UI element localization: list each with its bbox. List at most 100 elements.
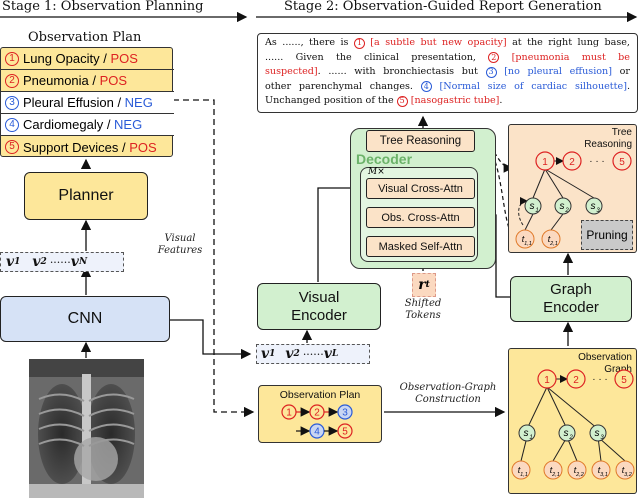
svg-text:s: s xyxy=(560,201,565,212)
vector-v1-sub: 1 xyxy=(269,349,276,359)
graph-node-5: 5 xyxy=(621,375,627,386)
vector-v2: v xyxy=(32,254,41,270)
svg-text:s: s xyxy=(530,201,535,212)
svg-text:t: t xyxy=(574,465,577,475)
pruning-box: Pruning xyxy=(581,220,633,250)
vector-dots: ······ xyxy=(302,347,324,361)
report-number-1: 1 xyxy=(353,37,365,49)
svg-text:t: t xyxy=(518,465,521,475)
report-finding-2: [pneumonia must be xyxy=(499,51,630,63)
graph-title: Observation Graph xyxy=(578,352,632,376)
token-sub: t xyxy=(425,280,430,290)
construction-label: Observation-Graph Construction xyxy=(394,382,502,406)
report-text: ...... Given the clinical presentation, xyxy=(265,51,489,63)
svg-text:t: t xyxy=(522,234,525,244)
shifted-tokens-label: Shifted Tokens xyxy=(393,298,453,322)
graph-s3: s xyxy=(595,428,600,439)
flow-title: Observation Plan xyxy=(279,389,361,401)
plan-item-number: 2 xyxy=(5,73,19,88)
cnn-to-vl-arrow xyxy=(170,319,252,360)
graph-t21-sub: 2,1 xyxy=(551,472,560,478)
plan-item-label: POS xyxy=(110,51,138,66)
flow-node-4: 4 xyxy=(314,427,320,438)
decoder-label: Decoder xyxy=(356,151,413,167)
vector-v1: v xyxy=(261,346,270,362)
report-text: . xyxy=(626,80,630,92)
plan-to-flow-dashed-arrow xyxy=(173,99,255,418)
svg-text:t: t xyxy=(550,465,553,475)
vector-v1-sub: 1 xyxy=(14,257,21,267)
flow-node-5: 5 xyxy=(342,427,348,438)
report-text: Unchanged position of the xyxy=(265,95,397,107)
report-text: . ...... with bronchiectasis but xyxy=(317,66,486,78)
construction-label-1: Observation-Graph xyxy=(399,382,497,393)
vector-v2-sub: 2 xyxy=(293,349,300,359)
masked-self-attn-layer: Masked Self-Attn xyxy=(366,236,475,257)
plan-item-number: 4 xyxy=(5,117,19,132)
graph-s1: s xyxy=(524,428,529,439)
plan-item-sep: / xyxy=(88,73,100,88)
report-finding-3: [no pleural effusion] xyxy=(496,66,612,78)
m-times-label: M× xyxy=(368,167,385,177)
observation-plan-flow: Observation Plan 1 2 3 4 5 xyxy=(258,385,382,443)
vector-vl-sub: L xyxy=(331,349,339,359)
graph-dots: · · · xyxy=(592,374,608,385)
tree-node-2: 2 xyxy=(569,157,575,168)
tree-dots: · · · xyxy=(589,156,605,167)
report-text: at the right lung base, xyxy=(506,37,630,48)
plan-item-cardiomegaly: 4 Cardiomegaly / NEG xyxy=(1,114,174,136)
xray-drawing xyxy=(29,359,144,498)
plan-item-pneumonia: 2 Pneumonia / POS xyxy=(1,70,174,92)
report-number-4: 4 xyxy=(420,81,432,93)
visual-encoder-label-1: Visual xyxy=(298,288,340,306)
tree-title-1: Tree xyxy=(611,127,632,138)
tree-title-2: Reasoning xyxy=(584,139,632,150)
report-text: As ......, there is xyxy=(265,37,354,48)
obs-cross-attn-layer: Obs. Cross-Attn xyxy=(366,207,475,228)
graph-encoder-label-1: Graph xyxy=(550,281,592,298)
plan-item-label: NEG xyxy=(114,117,143,132)
visual-encoder-label-2: Encoder xyxy=(291,306,347,324)
plan-item-name: Pleural Effusion xyxy=(23,95,114,110)
report-number-2: 2 xyxy=(488,52,500,64)
tree-s3-sub: 3 xyxy=(596,208,600,214)
observation-plan-list: 1 Lung Opacity / POS 2 Pneumonia / POS 3… xyxy=(0,47,174,157)
svg-text:t: t xyxy=(548,234,551,244)
visual-encoder-box: Visual Encoder xyxy=(257,283,381,330)
shifted-tokens-label-1: Shifted xyxy=(404,298,442,309)
plan-item-label: POS xyxy=(99,73,128,88)
graph-node-2: 2 xyxy=(573,375,579,386)
report-text: . xyxy=(499,95,503,107)
construction-label-2: Construction xyxy=(415,394,481,405)
svg-text:t: t xyxy=(622,465,625,475)
report-text: or xyxy=(611,66,630,78)
plan-item-name: Lung Opacity xyxy=(23,51,100,66)
report-line-5: Unchanged position of the 5 [nasogastric… xyxy=(265,94,630,109)
flow-node-3: 3 xyxy=(342,408,348,419)
graph-t22-sub: 2,2 xyxy=(575,472,584,478)
graph-title-2: Graph xyxy=(604,364,632,375)
graph-s3-sub: 3 xyxy=(600,435,604,441)
report-finding-5: [nasogastric tube] xyxy=(407,95,500,107)
graph-s2-sub: 2 xyxy=(568,435,573,441)
stage2-header: Stage 2: Observation-Guided Report Gener… xyxy=(284,0,602,14)
plan-item-sep: / xyxy=(99,51,111,66)
plan-item-name: Pneumonia xyxy=(23,73,89,88)
vector-v1: v xyxy=(6,254,15,270)
stage1-header: Stage 1: Observation Planning xyxy=(2,0,204,14)
tree-reasoning-panel: Tree Reasoning Pruning 1 2 · · · 5 xyxy=(508,124,637,253)
vector-v2-sub: 2 xyxy=(40,257,47,267)
vector-vn-sub: N xyxy=(78,257,88,267)
report-line-1: As ......, there is 1 [a subtle but new … xyxy=(265,36,630,51)
vector-vl: v xyxy=(323,346,332,362)
visual-features-label-1: Visual xyxy=(164,233,196,244)
graph-encoder-box: Graph Encoder xyxy=(510,276,632,322)
tree-t21-sub: 2,1 xyxy=(549,241,558,247)
report-line-4: other parenchymal changes. 4 [Normal siz… xyxy=(265,80,630,95)
plan-item-pleural-effusion: 3 Pleural Effusion / NEG xyxy=(1,92,174,114)
